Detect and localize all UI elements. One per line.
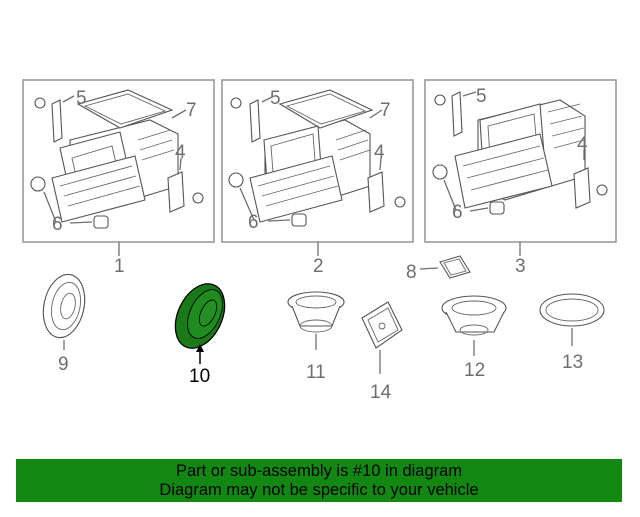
- panel-3-head-unit: [424, 79, 617, 256]
- callout-4-panel-2: 4: [374, 142, 385, 163]
- callout-4-panel-3: 4: [577, 134, 588, 155]
- callout-8: 8: [406, 262, 417, 283]
- callout-14: 14: [370, 382, 392, 403]
- callout-5-panel-3: 5: [476, 86, 487, 107]
- part-12-speaker: [441, 295, 507, 356]
- part-14-module: [361, 301, 403, 374]
- banner-line-1: Part or sub-assembly is #10 in diagram: [175, 462, 463, 480]
- callout-7-panel-1: 7: [186, 100, 197, 121]
- callout-11: 11: [306, 362, 326, 383]
- callout-4-panel-1: 4: [175, 142, 186, 163]
- part-9-speaker: [42, 273, 86, 350]
- part-10-speaker-highlighted: [174, 283, 226, 364]
- callout-10: 10: [189, 366, 210, 387]
- callout-9: 9: [58, 354, 69, 375]
- panel-1-head-unit: [22, 79, 215, 256]
- callout-2: 2: [313, 256, 324, 277]
- callout-1: 1: [114, 256, 125, 277]
- callout-12: 12: [464, 360, 485, 381]
- part-13-grille: [539, 293, 605, 346]
- callout-6-panel-2: 6: [248, 212, 259, 233]
- callout-6-panel-1: 6: [52, 214, 63, 235]
- part-11-speaker: [287, 291, 345, 350]
- callout-5-panel-1: 5: [76, 88, 87, 109]
- callout-6-panel-3: 6: [452, 202, 463, 223]
- callout-5-panel-2: 5: [270, 88, 281, 109]
- part-8-gasket: [419, 255, 471, 279]
- callout-13: 13: [562, 352, 583, 373]
- part-info-banner: Part or sub-assembly is #10 in diagram D…: [16, 459, 622, 502]
- callout-7-panel-2: 7: [380, 100, 391, 121]
- panel-2-head-unit: [221, 79, 414, 256]
- banner-line-2: Diagram may not be specific to your vehi…: [159, 481, 479, 499]
- callout-3: 3: [515, 256, 526, 277]
